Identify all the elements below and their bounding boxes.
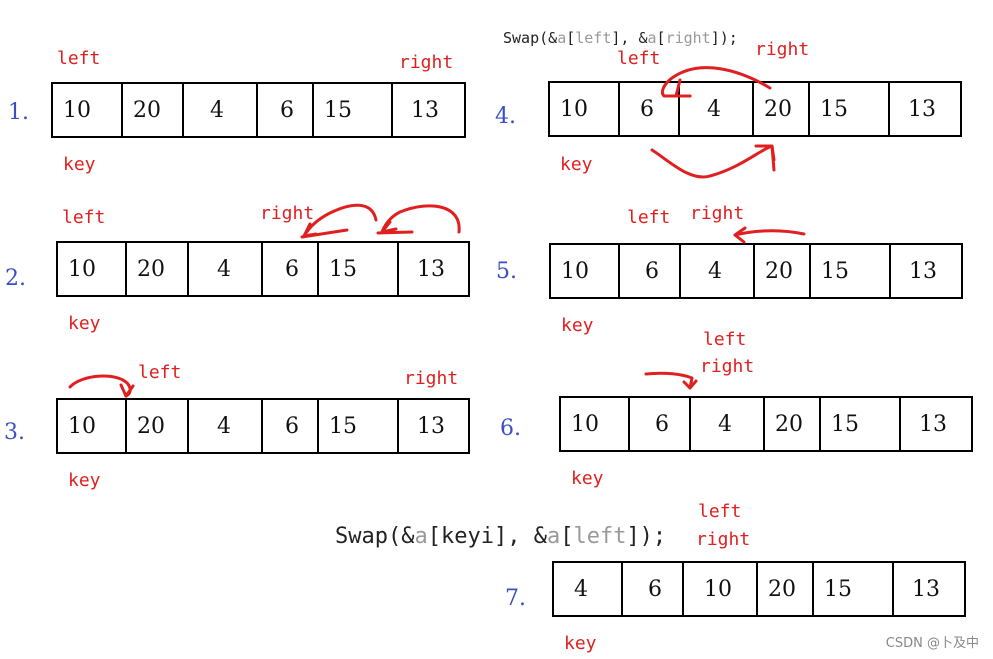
step-number-3: 3. — [4, 420, 25, 445]
array-cell: 10 — [68, 414, 96, 439]
swap-arrow-top — [660, 66, 772, 98]
array-row-3: 10 20 4 6 15 13 — [56, 398, 470, 454]
left-label-6: left — [703, 329, 747, 350]
array-row-2: 10 20 4 6 15 13 — [56, 241, 470, 297]
right-label-5: right — [690, 203, 745, 224]
arrowhead — [119, 383, 135, 398]
right-move-arrow — [302, 203, 378, 238]
key-label-7: key — [564, 633, 597, 654]
array-cell: 20 — [753, 245, 809, 297]
array-cell: 15 — [812, 563, 892, 615]
array-cell: 20 — [125, 400, 187, 452]
array-cell: 10 — [571, 412, 599, 437]
array-cell: 10 — [682, 563, 756, 615]
right-move-arrow — [380, 204, 461, 234]
right-label-3: right — [404, 368, 459, 389]
array-row-4: 10 6 4 20 15 13 — [548, 81, 962, 137]
array-cell: 10 — [63, 98, 91, 123]
array-cell: 13 — [397, 400, 468, 452]
right-label-1: right — [399, 52, 454, 73]
array-cell: 4 — [187, 243, 261, 295]
left-label-4: left — [617, 48, 661, 69]
array-cell: 15 — [819, 398, 899, 450]
step-number-4: 4. — [495, 104, 516, 129]
swap-code-step4: Swap(&a[left], &a[right]); — [503, 29, 738, 47]
array-cell: 20 — [752, 83, 808, 135]
array-cell: 20 — [756, 563, 812, 615]
step-number-2: 2. — [5, 266, 26, 291]
key-label-4: key — [560, 154, 593, 175]
array-cell: 13 — [889, 245, 961, 297]
key-label-3: key — [68, 470, 101, 491]
swap-arrow-bottom — [650, 144, 776, 179]
array-cell: 6 — [261, 400, 317, 452]
array-cell: 4 — [679, 245, 753, 297]
swap-code-step7: Swap(&a[keyi], &a[left]); — [335, 524, 667, 549]
arrowhead — [754, 144, 776, 162]
key-label-6: key — [571, 468, 604, 489]
array-cell: 13 — [391, 84, 464, 136]
arrow-tail — [300, 228, 349, 239]
step-number-1: 1. — [8, 100, 29, 125]
array-cell: 4 — [182, 84, 256, 136]
arrow-tail — [376, 230, 414, 235]
array-cell: 6 — [628, 398, 689, 450]
left-label-2: left — [62, 207, 106, 228]
array-cell: 6 — [618, 245, 679, 297]
key-label-5: key — [561, 315, 594, 336]
watermark: CSDN @卜及中 — [885, 636, 979, 651]
array-row-7: 4 6 10 20 15 13 — [552, 561, 966, 617]
array-cell: 20 — [121, 84, 182, 136]
array-cell: 13 — [397, 243, 468, 295]
array-cell: 15 — [808, 83, 888, 135]
array-cell: 15 — [312, 84, 391, 136]
left-label-5: left — [627, 207, 671, 228]
left-label-1: left — [57, 48, 101, 69]
right-label-7: right — [696, 529, 751, 550]
array-cell: 10 — [560, 97, 588, 122]
arrowhead — [674, 78, 692, 98]
right-label-2: right — [260, 203, 315, 224]
left-label-3: left — [138, 362, 182, 383]
array-cell: 4 — [574, 577, 588, 602]
array-row-6: 10 6 4 20 15 13 — [559, 396, 973, 452]
array-cell: 13 — [899, 398, 971, 450]
key-label-2: key — [68, 313, 101, 334]
array-cell: 15 — [317, 400, 397, 452]
array-cell: 13 — [888, 83, 960, 135]
array-cell: 4 — [678, 83, 752, 135]
step-number-5: 5. — [496, 259, 517, 284]
step-number-7: 7. — [505, 586, 526, 611]
arrowhead — [733, 226, 747, 244]
array-cell: 6 — [256, 84, 312, 136]
array-cell: 13 — [892, 563, 964, 615]
array-cell: 4 — [689, 398, 763, 450]
array-cell: 20 — [125, 243, 187, 295]
array-cell: 6 — [618, 83, 678, 135]
right-label-4: right — [755, 39, 810, 60]
array-cell: 4 — [187, 400, 261, 452]
left-label-7: left — [698, 501, 742, 522]
array-row-5: 10 6 4 20 15 13 — [549, 243, 963, 299]
array-cell: 10 — [561, 259, 589, 284]
key-label-1: key — [63, 154, 96, 175]
array-cell: 10 — [68, 257, 96, 282]
array-cell: 6 — [261, 243, 317, 295]
arrowhead — [380, 220, 398, 234]
left-move-arrow — [644, 371, 694, 390]
arrowhead — [682, 379, 698, 390]
array-cell: 15 — [317, 243, 397, 295]
right-label-6: right — [700, 356, 755, 377]
step-number-6: 6. — [500, 416, 521, 441]
array-cell: 15 — [809, 245, 889, 297]
right-move-arrow — [733, 229, 806, 237]
array-cell: 6 — [621, 563, 682, 615]
array-cell: 20 — [763, 398, 819, 450]
array-row-1: 10 20 4 6 15 13 — [51, 82, 466, 138]
